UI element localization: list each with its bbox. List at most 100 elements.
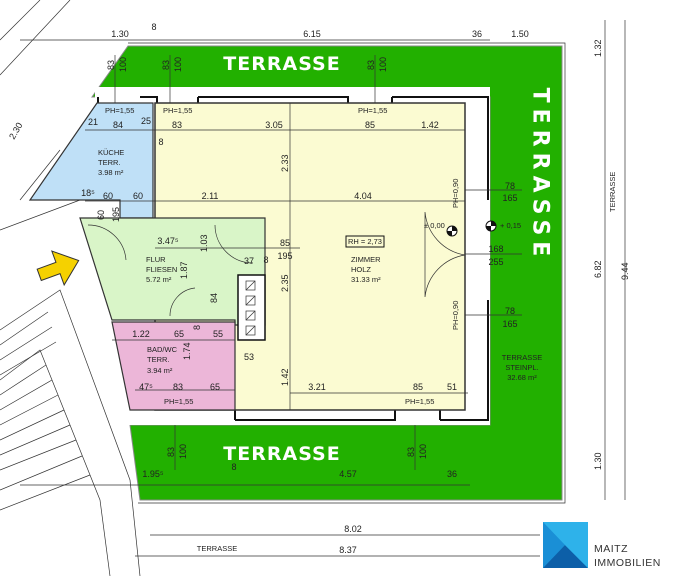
dimension: 255 [488,257,503,267]
level-inside: ± 0,00 [424,221,445,230]
dimension: 100 [118,57,128,72]
dimension: 83 [172,120,182,130]
dimension: 1.50 [511,29,529,39]
maitz-logo: MAITZ IMMOBILIEN [543,522,661,569]
dimension: 165 [502,193,517,203]
dimension-lines [20,20,626,557]
dimension: 83 [106,60,116,70]
dimension: 8.02 [344,524,362,534]
dimension: 37 [244,256,254,266]
room-area: 5.72 m² [146,275,172,284]
staircase [0,0,141,576]
dimension: 65 [210,382,220,392]
terrace-info: TERRASSE [502,353,542,362]
dimension: 4.04 [354,191,372,201]
room-area: 3.94 m² [147,366,173,375]
room-label: TERR. [98,158,121,167]
dimension: 8 [151,22,156,32]
dimension: 60 [103,191,113,201]
terrace-area-value: 32.68 m² [507,373,537,382]
dimension: 1.22 [132,329,150,339]
room-height: RH = 2,73 [348,237,382,246]
dimension: 85 [280,238,290,248]
dimension: 165 [502,319,517,329]
window-height: PH=1,55 [105,106,134,115]
wall-bottom [234,300,489,421]
room-area: 3.98 m² [98,168,124,177]
window-height: PH=1,55 [405,397,434,406]
dimension: 100 [378,57,388,72]
window-height: PH=0,90 [451,301,460,330]
dimension: 3.05 [265,120,283,130]
dimension: 36 [472,29,482,39]
dimension: 55 [213,329,223,339]
dimension: 100 [418,444,428,459]
dimension: 8 [263,255,268,265]
dimension: 2.33 [280,154,290,172]
dimension: 1.30 [593,452,603,470]
dimension: 100 [173,57,183,72]
dimension: 1.30 [111,29,129,39]
dimension: 1.95⁵ [142,469,164,479]
dimension: 36 [447,469,457,479]
door-swings [87,211,466,317]
dimension: 1.87 [179,261,189,279]
terrace-right-label: TERRASSE [528,88,553,263]
dimension: 3.21 [308,382,326,392]
dimension: 78 [505,181,515,191]
dimension: 83 [366,60,376,70]
dimension: 8 [192,325,202,330]
dimension: 83 [161,60,171,70]
terrace-bottom-label: TERRASSE [223,443,340,465]
dimension: 195 [111,207,121,222]
dimension: 53 [244,352,254,362]
dimension: 6.82 [593,260,603,278]
dimension: 60 [133,191,143,201]
dimension: 60 [96,210,106,220]
room-label: ZIMMER [351,255,381,264]
logo-sub: IMMOBILIEN [594,557,661,569]
dimension: 18⁵ [81,188,95,198]
sill-heights: 83 100 83 100 83 100 83 100 83 100 [106,57,428,459]
dimension: 83 [173,382,183,392]
dimension: 2.11 [202,191,219,201]
dimension: 47⁵ [139,382,153,392]
dimension-label: TERRASSE [608,172,617,212]
dimension: 1.42 [421,120,439,130]
dimension: 83 [406,447,416,457]
room-label: KÜCHE [98,148,124,157]
shaft-squares [245,280,256,336]
room-label: BAD/WC [147,345,178,354]
dimension: 85 [413,382,423,392]
dimension: 8 [231,462,236,472]
dimension: 2.30 [7,121,24,141]
dimension: 85 [365,120,375,130]
dimension: 8 [158,137,163,147]
terrace-outline [128,42,566,504]
level-marker-icon [446,225,458,237]
dimension: 4.57 [339,469,357,479]
room-area: 31.33 m² [351,275,381,284]
dimension: 1.32 [593,39,603,57]
window-height: PH=1,55 [358,106,387,115]
dimension: 1.03 [199,234,209,252]
entrance-arrow [36,250,80,287]
room-label: TERR. [147,355,170,364]
dimension: 100 [178,444,188,459]
dimension: 195 [277,251,292,261]
level-marker-icon [485,220,497,232]
dimension: 3.47⁵ [157,236,179,246]
level-outside: + 0,15 [500,221,521,230]
dimension: 25 [141,116,151,126]
room-label: FLUR [146,255,166,264]
window-height: PH=1,55 [164,397,193,406]
room-label: HOLZ [351,265,371,274]
dimension: 2.35 [280,274,290,292]
window-height: PH=0,90 [451,179,460,208]
dimension: 21 [88,117,98,127]
dimension: 1.74 [182,342,192,360]
dimension: 83 [166,447,176,457]
dimension: 84 [209,293,219,303]
logo-name: MAITZ [594,543,628,555]
